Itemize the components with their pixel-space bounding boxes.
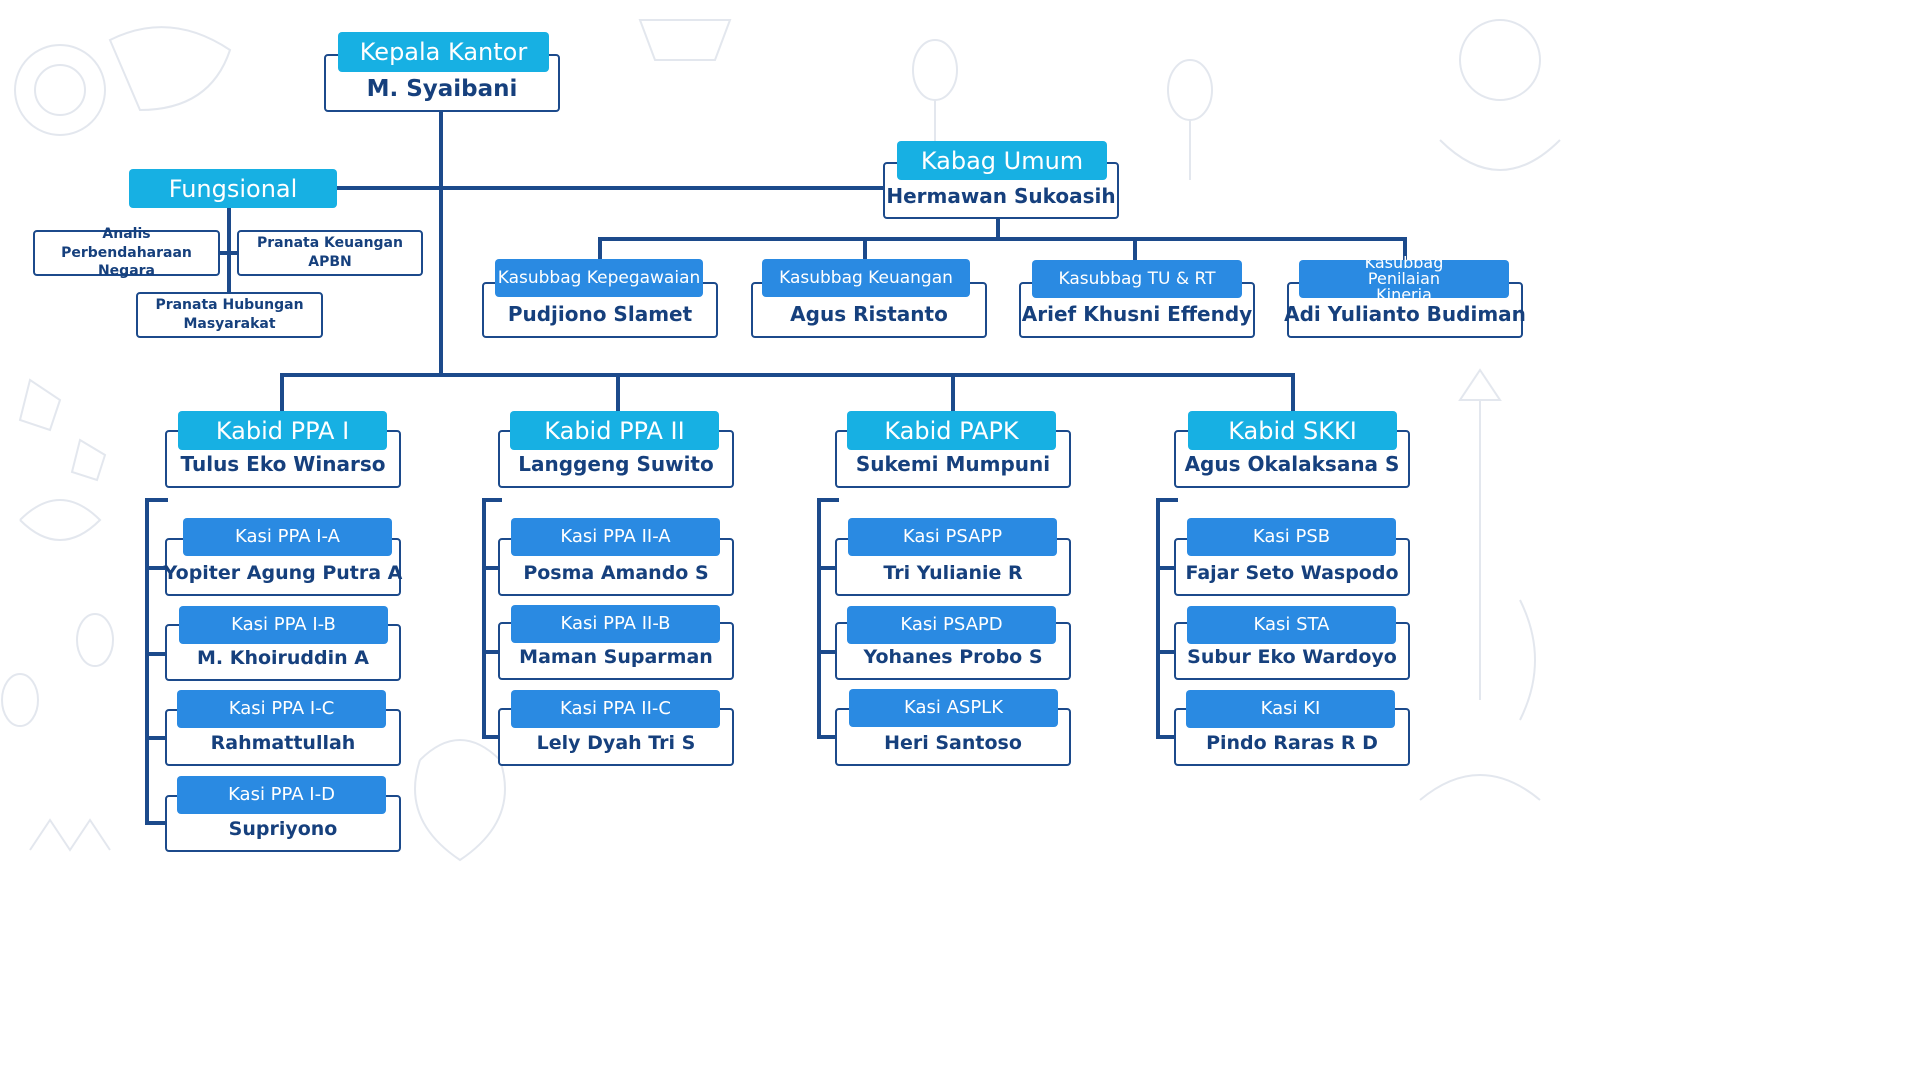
- fungsional-box-pranata-keuangan: Pranata Keuangan APBN: [237, 230, 423, 276]
- fungsional-item-label: Pranata Hubungan Masyarakat: [155, 297, 304, 332]
- connector-umum-tree: [598, 216, 1407, 262]
- kasi-title: Kasi PPA I-C: [228, 698, 335, 719]
- fungsional-item-label: Pranata Keuangan APBN: [257, 235, 403, 270]
- kasi-name: Tri Yulianie R: [883, 562, 1023, 584]
- kasi-name: M. Khoiruddin A: [196, 647, 369, 669]
- kasi-title: Kasi ASPLK: [903, 697, 1004, 718]
- node-title-tab: Kasi PSAPD: [847, 606, 1056, 644]
- kasi-name: Subur Eko Wardoyo: [1187, 646, 1397, 668]
- fungsional-title: Fungsional: [168, 174, 298, 203]
- node-title-tab: Kasi PPA I-B: [179, 606, 388, 644]
- kasi-name: Lely Dyah Tri S: [536, 732, 696, 754]
- kasi-title: Kasi PSAPP: [902, 526, 1003, 547]
- kasi-title: Kasi PPA I-A: [235, 526, 340, 547]
- kasi-name: Fajar Seto Waspodo: [1185, 562, 1399, 584]
- kabid-title: Kabid PPA II: [544, 416, 685, 445]
- node-title-tab: Kasi ASPLK: [849, 689, 1058, 727]
- kasi-title: Kasi STA: [1253, 614, 1330, 635]
- kasubbag-title: Kasubbag Kepegawaian: [497, 267, 701, 288]
- node-title-tab: Kasi PPA I-C: [177, 690, 386, 728]
- org-connectors: [145, 108, 1407, 825]
- node-title-tab: Kasubbag TU & RT: [1032, 260, 1242, 298]
- kabid-title: Kabid PPA I: [215, 416, 350, 445]
- node-title-tab: Kepala Kantor: [338, 32, 549, 72]
- kasi-title: Kasi PPA II-C: [560, 698, 671, 719]
- kasi-title: Kasi PSB: [1252, 526, 1331, 547]
- kasi-title: Kasi KI: [1260, 698, 1321, 719]
- kasi-name: Yohanes Probo S: [863, 646, 1043, 668]
- connector-fungsional-tree: [218, 206, 240, 294]
- connector-col-3: [817, 498, 839, 739]
- kasi-name: Rahmattullah: [210, 732, 356, 754]
- background-ornament: [1, 19, 1561, 862]
- node-title-tab: Kasi PPA II-A: [511, 518, 720, 556]
- kasi-name: Posma Amando S: [523, 562, 709, 584]
- node-title-tab: Kasi STA: [1187, 606, 1396, 644]
- node-title-tab: Kasi PPA I-A: [183, 518, 392, 556]
- connector-col-2: [482, 498, 502, 739]
- connector-col-1: [145, 498, 168, 825]
- head-title: Kepala Kantor: [359, 38, 528, 66]
- node-title-tab: Kasi PSAPP: [848, 518, 1057, 556]
- kasi-title: Kasi PPA II-A: [560, 526, 671, 547]
- kasi-name: Pindo Raras R D: [1206, 732, 1378, 754]
- kabid-title: Kabid SKKI: [1228, 416, 1357, 445]
- kasubbag-title: Kasubbag TU & RT: [1058, 268, 1216, 289]
- kasi-title: Kasi PPA II-B: [560, 613, 671, 634]
- kasubbag-name: Adi Yulianto Budiman: [1284, 302, 1526, 326]
- fungsional-item-label: Analis Perbendaharaan Negara: [61, 225, 192, 280]
- node-title-tab: Kasi PPA II-B: [511, 605, 720, 643]
- node-title-tab: Kabid PPA I: [178, 411, 387, 450]
- node-title-tab: Kasi KI: [1186, 690, 1395, 728]
- fungsional-box-analis: Analis Perbendaharaan Negara: [33, 226, 220, 279]
- kasubbag-title: Kasubbag Keuangan: [779, 267, 953, 288]
- node-title-tab: Kabid PAPK: [847, 411, 1056, 450]
- kasubbag-name: Agus Ristanto: [790, 302, 948, 326]
- kabid-name: Tulus Eko Winarso: [180, 452, 386, 476]
- connector-bidang-bus: [280, 373, 1295, 414]
- umum-title: Kabag Umum: [920, 146, 1084, 175]
- kasi-title: Kasi PPA I-B: [231, 614, 336, 635]
- kasi-title: Kasi PPA I-D: [228, 784, 335, 805]
- kabid-name: Sukemi Mumpuni: [855, 452, 1051, 476]
- kabid-name: Langgeng Suwito: [518, 452, 714, 476]
- node-title-tab: Kasubbag Keuangan: [762, 259, 970, 297]
- umum-name: Hermawan Sukoasih: [886, 184, 1116, 208]
- kasi-title: Kasi PSAPD: [900, 614, 1003, 635]
- kasubbag-title: Kasubbag Penilaian Kinerja: [1364, 253, 1444, 304]
- node-title-tab: Kabid PPA II: [510, 411, 719, 450]
- kabid-name: Agus Okalaksana S: [1184, 452, 1400, 476]
- node-title-tab: Kabid SKKI: [1188, 411, 1397, 450]
- kasi-name: Yopiter Agung Putra A: [163, 562, 403, 584]
- kasi-name: Heri Santoso: [884, 732, 1022, 754]
- kasi-name: Maman Suparman: [519, 646, 713, 668]
- head-name: M. Syaibani: [366, 76, 518, 102]
- kasi-name: Supriyono: [228, 818, 338, 840]
- node-title-tab: Kasubbag Penilaian Kinerja: [1299, 255, 1509, 303]
- kasubbag-name: Pudjiono Slamet: [507, 302, 693, 326]
- node-title-tab: Kasi PPA I-D: [177, 776, 386, 814]
- kasubbag-name: Arief Khusni Effendy: [1021, 302, 1253, 326]
- node-title-tab: Kasi PSB: [1187, 518, 1396, 556]
- fungsional-box-pranata-humas: Pranata Hubungan Masyarakat: [136, 292, 323, 338]
- node-title-tab: Kasubbag Kepegawaian: [495, 259, 703, 297]
- fungsional-title-tab: Fungsional: [129, 169, 337, 208]
- kabid-title: Kabid PAPK: [884, 416, 1019, 445]
- node-title-tab: Kabag Umum: [897, 141, 1107, 180]
- node-title-tab: Kasi PPA II-C: [511, 690, 720, 728]
- connector-col-4: [1156, 498, 1178, 739]
